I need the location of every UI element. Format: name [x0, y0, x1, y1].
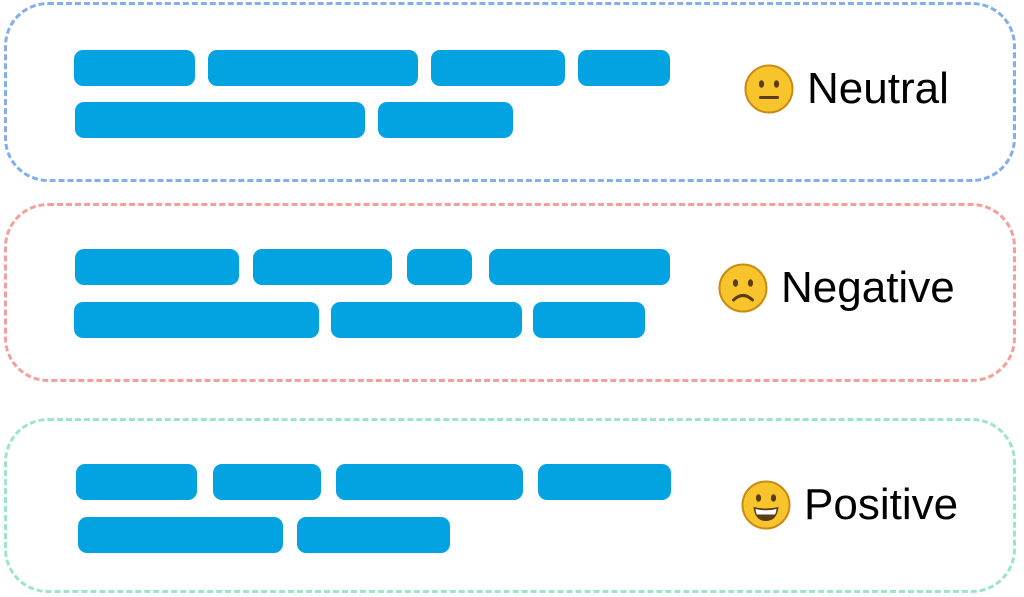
token-bar	[489, 249, 670, 285]
frowning-face-icon	[718, 263, 768, 313]
sentiment-panel-positive: Positive	[4, 418, 1016, 593]
token-bar	[533, 302, 645, 338]
token-bar	[431, 50, 565, 86]
sentiment-panel-neutral: Neutral	[4, 2, 1016, 182]
token-bar	[213, 464, 321, 500]
sentiment-label-text: Negative	[781, 263, 955, 312]
token-bar	[253, 249, 392, 285]
sentiment-label-positive: Positive	[740, 479, 958, 531]
sentiment-label-negative: Negative	[717, 262, 955, 314]
token-bar	[336, 464, 523, 500]
smiling-face-icon	[741, 480, 791, 530]
token-bar	[407, 249, 472, 285]
token-bar	[74, 50, 195, 86]
token-bar	[78, 517, 283, 553]
token-bar	[75, 102, 365, 138]
token-bar	[538, 464, 671, 500]
token-bar	[208, 50, 418, 86]
token-bar	[74, 302, 319, 338]
sentiment-label-text: Positive	[804, 480, 959, 529]
token-bar	[297, 517, 450, 553]
token-bar	[578, 50, 670, 86]
token-bar	[378, 102, 513, 138]
sentiment-label-text: Neutral	[807, 64, 949, 113]
token-bar	[331, 302, 522, 338]
sentiment-panel-negative: Negative	[4, 203, 1016, 382]
neutral-face-icon	[744, 64, 794, 114]
sentiment-label-neutral: Neutral	[743, 63, 949, 115]
token-bar	[76, 464, 197, 500]
token-bar	[75, 249, 239, 285]
